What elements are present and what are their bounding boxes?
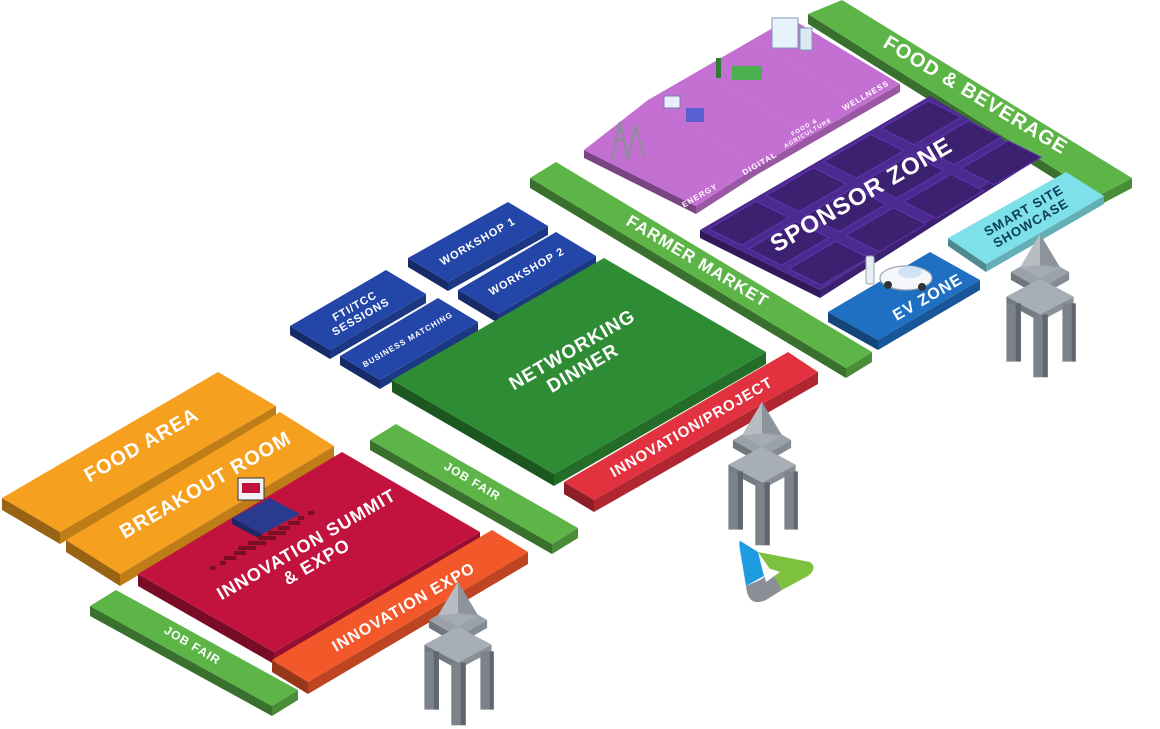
zone-side-right [758,136,810,174]
zone-top [90,590,298,706]
zone-side-left [272,660,308,694]
zone-side-left [700,230,820,298]
entrance-gate-icon [1006,233,1076,378]
zone-networking-dinner[interactable] [392,258,766,486]
zone-food-area[interactable] [2,372,276,544]
zone-side-left [392,380,554,486]
zone-side-left [530,178,846,378]
zone-side-right [554,352,766,486]
zone-top [370,424,578,544]
ev-car-icon [865,255,933,291]
agriculture-booth-icon [716,58,762,80]
zone-side-left [584,150,696,214]
zone-side-left [408,258,448,291]
sponsor-booths [707,100,1043,286]
zone-side-right [1098,178,1132,206]
zone-top [948,172,1104,264]
sponsor-booth [960,140,1043,186]
zone-top [648,70,810,166]
zone-side-left [90,606,272,716]
zone-job-fair-mid[interactable] [370,424,578,554]
sponsor-booth [822,133,905,179]
sponsor-booth [920,120,1003,166]
zone-ev-zone[interactable] [828,252,980,350]
zone-side-right [862,84,900,114]
digital-booth-icon [663,95,704,122]
zone-top [290,270,426,350]
zone-side-left [2,498,60,544]
zone-top [272,530,528,682]
sponsor-booth [880,100,963,146]
zone-side-right [272,690,298,716]
zone-top [458,232,596,314]
zone-smart-site-showcase[interactable] [948,172,1104,272]
zone-top [828,252,980,340]
zone-top [808,0,1132,196]
zone-side-right [986,196,1104,272]
zone-top [340,298,478,380]
zone-side-right [60,406,276,544]
wellness-booth-icon [771,17,813,51]
zone-top [584,100,758,206]
zone-side-right [308,552,528,694]
zone-top [564,352,818,500]
zone-business-matching[interactable] [340,298,478,389]
sponsor-booth [707,200,790,246]
zone-top [66,412,334,574]
sponsor-booth [902,173,985,219]
zone-side-left [138,574,274,664]
zone-side-right [380,322,478,389]
zone-side-left [948,238,986,272]
zone-side-left [340,356,380,389]
zone-job-fair-front[interactable] [90,590,298,716]
zone-breakout-room[interactable] [66,412,334,586]
zone-farmer-market[interactable] [530,162,872,378]
zone-side-right [120,446,334,586]
zone-top [2,372,276,532]
zone-top [138,452,480,652]
zone-side-left [828,312,878,350]
zone-innovation-expo[interactable] [272,530,528,694]
sponsor-booth [765,167,848,213]
zone-side-left [66,540,120,586]
zone-side-right [448,226,548,291]
zone-side-right [696,166,758,214]
summit-stage [232,477,300,540]
zone-fti-tcc-sessions[interactable] [290,270,426,359]
zone-side-right [846,352,872,378]
zone-top [392,258,766,474]
zone-side-right [810,106,862,144]
zone-side-left [370,440,552,554]
energy-tower-icon [611,121,645,161]
zone-top [530,162,872,368]
zone-side-left [458,290,498,323]
sponsor-booth [862,153,945,199]
brand-logo [739,541,814,603]
zone-side-left [564,482,594,512]
sponsor-booth [747,220,830,266]
zone-side-left [290,326,330,359]
zone-top [700,40,862,136]
sponsor-booth [845,207,928,253]
zone-energy[interactable] [584,100,758,214]
sponsor-booth [805,187,888,233]
zone-side-right [330,294,426,359]
audience-seats [210,511,314,570]
zone-top [408,202,548,282]
zone-workshop-1[interactable] [408,202,548,291]
zone-side-right [552,528,578,554]
zone-side-right [878,280,980,350]
